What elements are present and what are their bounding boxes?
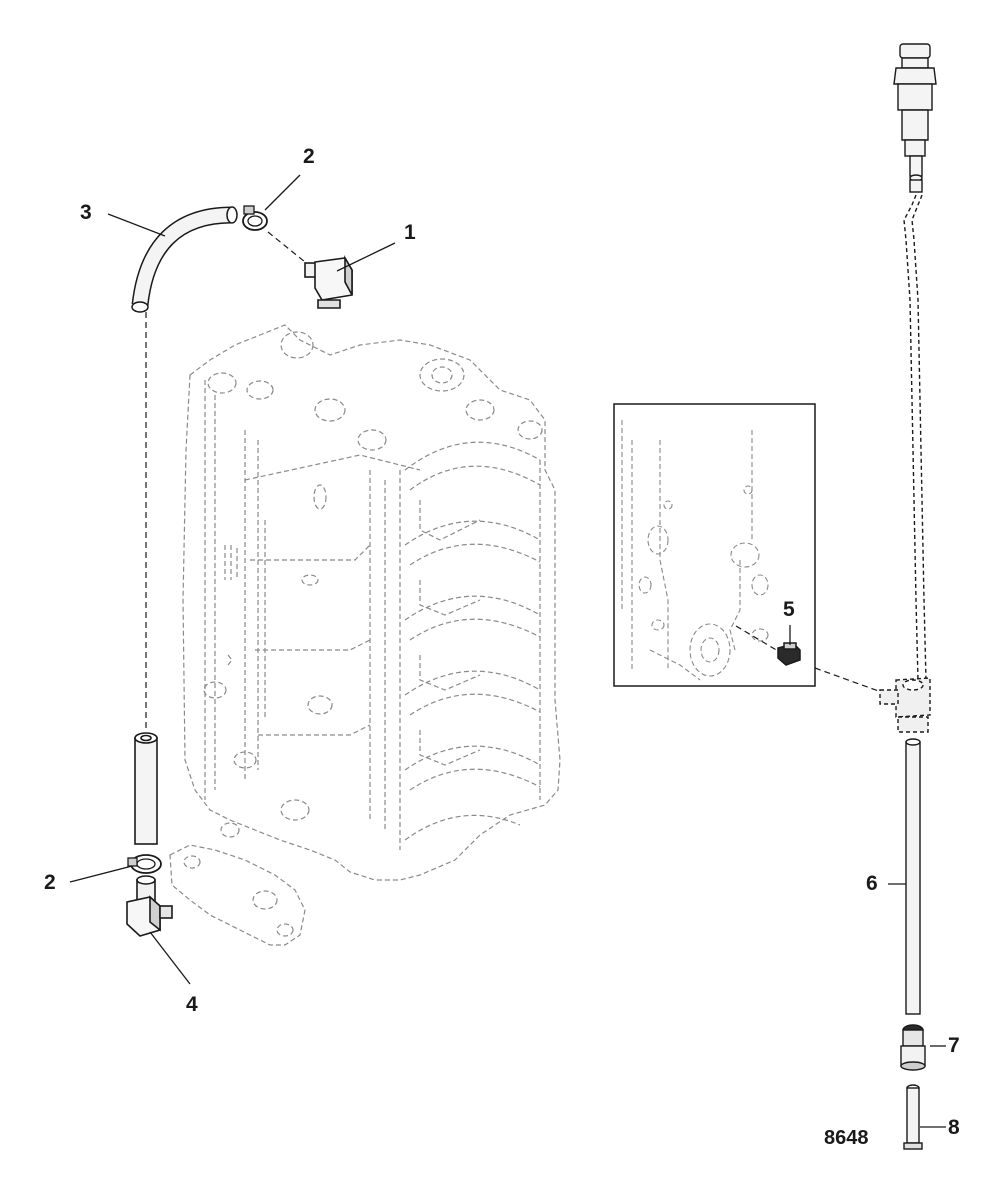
elbow-fitting-part-1 [304,255,353,309]
callout-2-lower: 2 [44,871,56,894]
clamp-part-2-lower [127,854,162,874]
clamp-part-2-upper [242,205,268,231]
callout-5: 5 [783,598,795,621]
figure-number: 8648 [824,1127,869,1149]
straight-hose [134,732,158,845]
assembly-line [267,231,306,263]
callout-3: 3 [80,201,92,224]
elbow-fitting-part-4 [126,875,173,937]
cover-plate-phantom [169,844,306,946]
callout-7: 7 [948,1034,960,1057]
detail-inset [613,403,816,687]
fitting-part-5 [777,642,801,666]
callout-2-upper: 2 [303,145,315,168]
dipstick-tube-assembly [879,43,937,733]
callout-1: 1 [404,221,416,244]
callout-6: 6 [866,872,878,895]
engine-block-phantom [182,324,561,881]
callout-4: 4 [186,993,198,1016]
connector-part-7 [900,1024,926,1071]
assembly-line-inset [735,625,779,652]
callout-8: 8 [948,1116,960,1139]
dipstick-tube-part-6 [905,738,921,1015]
leader-lines [69,174,946,1128]
dipstick-end-part-8 [903,1084,923,1150]
hose-part-3 [131,206,238,313]
